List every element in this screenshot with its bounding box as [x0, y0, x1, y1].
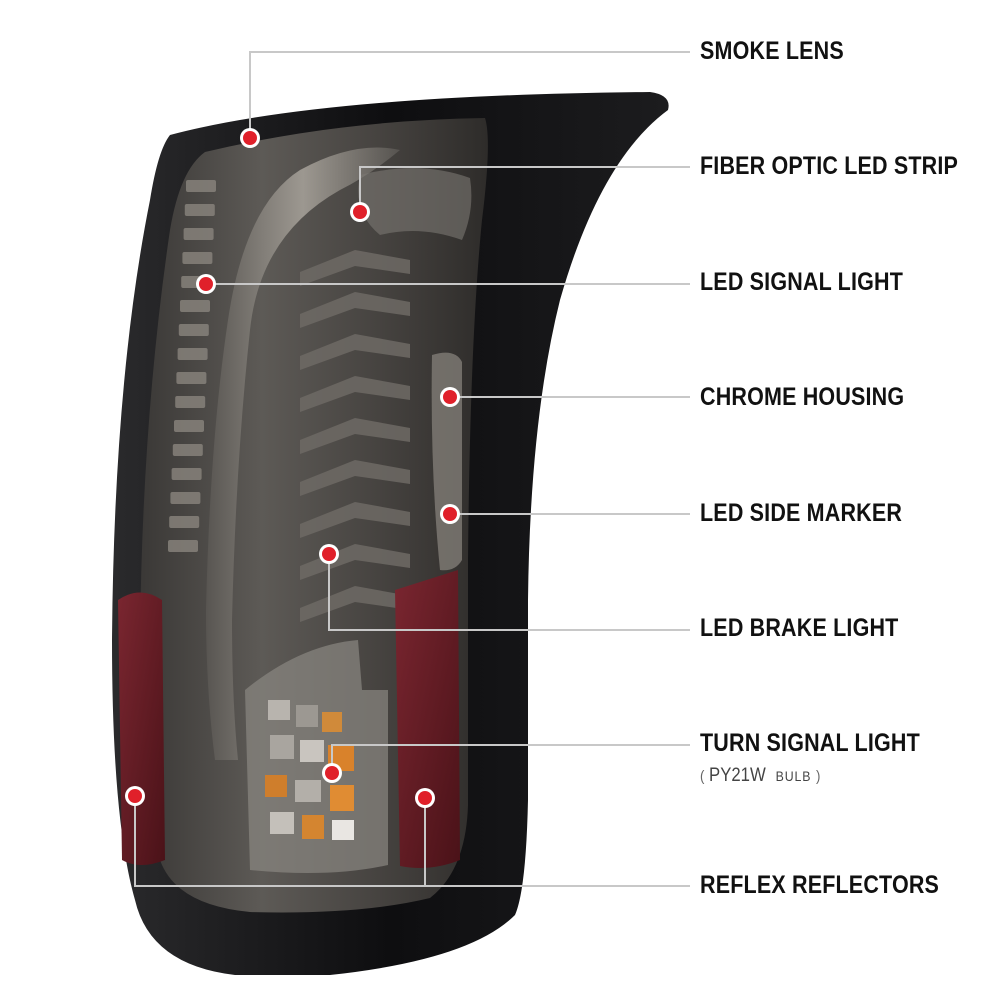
label-chrome-housing: CHROME HOUSING: [700, 383, 905, 411]
led-signal-segment: [182, 252, 213, 264]
label-turn-signal-light: TURN SIGNAL LIGHT: [700, 729, 920, 757]
led-signal-segment: [176, 372, 207, 384]
led-signal-segment: [183, 228, 214, 240]
led-signal-column: [168, 180, 216, 552]
led-brake-chevrons: [300, 250, 410, 622]
marker-led-signal-light: [196, 274, 216, 294]
fiber-optic-strip: [206, 147, 400, 760]
leader-led-brake-light: [328, 554, 690, 631]
bulb-open-paren: (: [700, 768, 705, 785]
led-signal-segment: [175, 396, 206, 408]
marker-chrome-housing: [440, 387, 460, 407]
marker-fiber-optic-led-strip: [350, 202, 370, 222]
marker-led-side-marker: [440, 504, 460, 524]
leader-reflex-reflectors: [134, 796, 690, 887]
led-chevron: [300, 460, 410, 496]
led-chevron: [300, 250, 410, 286]
marker-turn-signal-light: [322, 763, 342, 783]
chrome-housing-top: [358, 168, 472, 240]
led-signal-segment: [178, 324, 209, 336]
led-signal-segment: [171, 468, 202, 480]
left-reflector: [118, 592, 165, 865]
led-chevron: [300, 292, 410, 328]
marker-reflex-reflector-left: [125, 786, 145, 806]
led-chevron: [300, 586, 410, 622]
marker-led-brake-light: [319, 544, 339, 564]
label-smoke-lens: SMOKE LENS: [700, 37, 844, 65]
led-signal-segment: [168, 540, 198, 552]
label-led-signal-light: LED SIGNAL LIGHT: [700, 268, 904, 296]
label-fiber-optic-led-strip: FIBER OPTIC LED STRIP: [700, 152, 959, 180]
label-led-brake-light: LED BRAKE LIGHT: [700, 614, 899, 642]
turn-signal-facets: [265, 700, 354, 840]
led-chevron: [300, 544, 410, 580]
led-chevron: [300, 418, 410, 454]
led-chevron: [300, 376, 410, 412]
turn-signal-bulb-note: ( PY21W BULB ): [700, 766, 820, 785]
label-reflex-reflectors: REFLEX REFLECTORS: [700, 871, 940, 899]
led-signal-segment: [172, 444, 203, 456]
leader-fiber-optic-led-strip: [359, 166, 690, 212]
marker-reflex-reflector-right: [415, 788, 435, 808]
led-signal-segment: [177, 348, 208, 360]
label-led-side-marker: LED SIDE MARKER: [700, 499, 903, 527]
led-signal-segment: [174, 420, 204, 432]
led-signal-segment: [184, 204, 215, 216]
leader-smoke-lens: [249, 51, 690, 138]
led-signal-segment: [180, 300, 210, 312]
marker-smoke-lens: [240, 128, 260, 148]
led-chevron: [300, 334, 410, 370]
led-signal-segment: [170, 492, 201, 504]
bulb-word: BULB: [775, 768, 812, 784]
bulb-code: PY21W: [709, 765, 766, 786]
led-signal-segment: [186, 180, 216, 192]
right-reflector: [395, 570, 460, 868]
led-signal-segment: [169, 516, 200, 528]
bulb-close-paren: ): [816, 768, 821, 785]
led-chevron: [300, 502, 410, 538]
